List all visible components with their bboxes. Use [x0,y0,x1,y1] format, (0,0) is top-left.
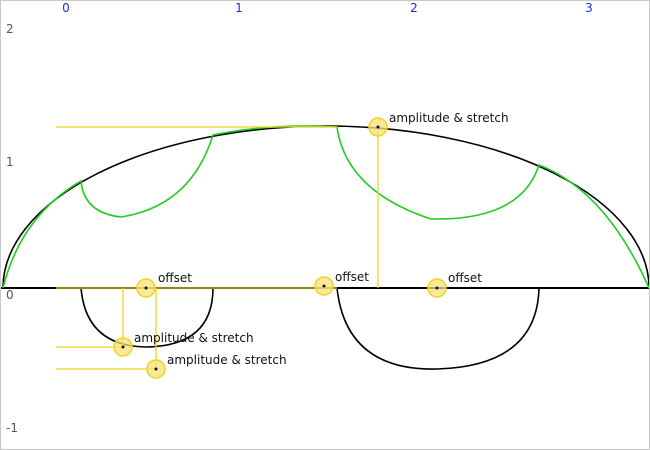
lower-small-bump [80,287,214,348]
handle-amplitude-lower-1-label: amplitude & stretch [134,331,254,345]
handle-amplitude-lower-2[interactable] [146,359,166,379]
handle-amplitude-top[interactable] [368,117,388,137]
y-tick-label-1: 1 [6,155,14,169]
x-tick-label-2: 2 [410,1,418,15]
handle-offset-center-label: offset [335,270,369,284]
y-tick-label-neg1: -1 [6,421,18,435]
green-transform-curve [2,125,649,289]
y-tick-label-0: 0 [6,288,14,302]
handle-offset-right-label: offset [448,271,482,285]
handle-offset-left-label: offset [158,271,192,285]
x-tick-label-1: 1 [235,1,243,15]
handle-offset-left[interactable] [136,278,156,298]
handle-amplitude-lower-1[interactable] [113,337,133,357]
handle-amplitude-top-label: amplitude & stretch [389,111,509,125]
y-tick-label-2: 2 [6,22,14,36]
helper-lines [56,126,379,370]
x-tick-label-3: 3 [585,1,593,15]
handle-offset-right[interactable] [427,278,447,298]
outer-arch-curve [2,125,649,289]
handle-offset-center[interactable] [314,276,334,296]
handle-amplitude-lower-2-label: amplitude & stretch [167,353,287,367]
lower-large-bump [336,287,540,370]
x-tick-label-0: 0 [62,1,70,15]
